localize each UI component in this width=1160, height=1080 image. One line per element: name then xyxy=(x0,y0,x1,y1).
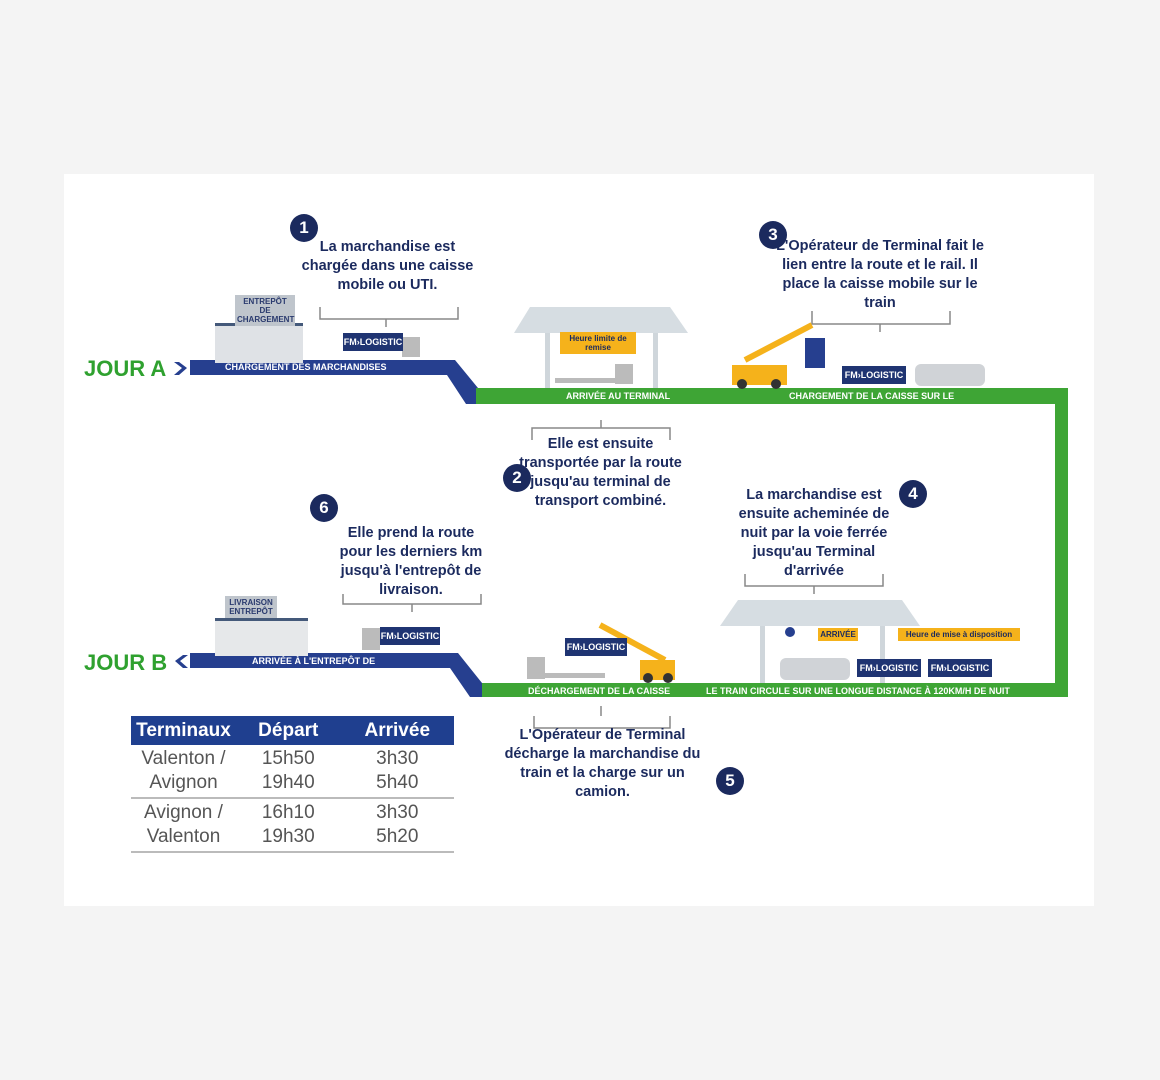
chevron-b-icon xyxy=(175,655,188,668)
loading-warehouse-sign: ENTREPÔT DE CHARGEMENT xyxy=(235,295,295,326)
jour-b-label: JOUR B xyxy=(84,650,168,675)
step-text-5: L'Opérateur de Terminal décharge la marc… xyxy=(504,727,701,800)
terminal-roof-bottom xyxy=(720,600,920,626)
availability-tag: Heure de mise à disposition xyxy=(898,628,1020,641)
reach-stacker-icon xyxy=(732,322,825,389)
terminal-cell: Avignon / Valenton xyxy=(131,798,236,853)
truck-icon xyxy=(527,657,545,679)
step-number-1: 1 xyxy=(290,214,318,242)
band-label-train: LE TRAIN CIRCULE SUR UNE LONGUE DISTANCE… xyxy=(706,686,1010,696)
train-icon-2 xyxy=(780,658,850,680)
clock-icon xyxy=(785,627,795,637)
step-number-4: 4 xyxy=(899,480,927,508)
blue-band-bottom xyxy=(190,653,482,697)
arrivee-cell: 3h30 xyxy=(376,748,419,769)
loading-warehouse xyxy=(215,323,303,363)
blue-band-top xyxy=(190,360,478,404)
terminal-roof-top xyxy=(514,307,688,333)
step-number-3: 3 xyxy=(759,221,787,249)
reach-stacker-icon-2 xyxy=(598,622,675,683)
cutoff-time-tag: Heure limite de remise xyxy=(560,332,636,354)
fm-logistic-container: FM›LOGISTIC xyxy=(928,659,992,677)
band-label-arrivee-terminal: ARRIVÉE AU TERMINAL xyxy=(566,391,671,401)
band-label-chargement-caisse: CHARGEMENT DE LA CAISSE SUR LE xyxy=(789,391,955,401)
step-number-6: 6 xyxy=(310,494,338,522)
fm-logistic-container: FM›LOGISTIC xyxy=(842,366,906,384)
arrival-tag: ARRIVÉE xyxy=(818,628,858,641)
table-row: Avignon / Valenton 16h10 19h30 3h30 5h20 xyxy=(131,798,454,853)
band-label-arrivee-entrepot: ARRIVÉE À L'ENTREPÔT DE xyxy=(252,656,376,666)
col-header-arrivee: Arrivée xyxy=(340,716,454,745)
depart-cell: 15h50 xyxy=(261,748,315,769)
step-text-4: La marchandise est ensuite acheminée de … xyxy=(738,487,890,579)
green-band-bottom xyxy=(480,683,1068,697)
step-number-2: 2 xyxy=(503,464,531,492)
chevron-a-icon xyxy=(174,362,187,375)
step-text-6: Elle prend la route pour les derniers km… xyxy=(339,525,483,598)
fm-logistic-container: FM›LOGISTIC xyxy=(857,659,921,677)
step-text-3: L'Opérateur de Terminal fait le lien ent… xyxy=(776,238,984,311)
step-text-2: Elle est ensuite transportée par la rout… xyxy=(519,436,682,509)
col-header-depart: Départ xyxy=(236,716,341,745)
arrivee-cell: 5h20 xyxy=(376,826,419,847)
depart-cell: 16h10 xyxy=(261,802,315,823)
band-label-chargement: CHARGEMENT DES MARCHANDISES xyxy=(225,362,387,372)
fm-logistic-container: FM›LOGISTIC xyxy=(565,638,627,656)
green-band-right xyxy=(1055,388,1068,697)
delivery-warehouse xyxy=(215,618,308,656)
fm-logistic-truck: FM›LOGISTIC xyxy=(380,627,440,645)
delivery-warehouse-sign: LIVRAISON ENTREPÔT xyxy=(225,596,277,618)
arrivee-cell: 3h30 xyxy=(376,802,419,823)
truck-trailer-icon xyxy=(555,378,615,383)
step-number-5: 5 xyxy=(716,767,744,795)
depart-cell: 19h30 xyxy=(261,826,315,847)
step-text-1: La marchandise est chargée dans une cais… xyxy=(301,239,474,293)
fm-logistic-truck: FM›LOGISTIC xyxy=(343,333,403,351)
depart-cell: 19h40 xyxy=(261,772,315,793)
train-icon xyxy=(915,364,985,386)
arrivee-cell: 5h40 xyxy=(376,772,419,793)
table-row: Valenton / Avignon 15h50 19h40 3h30 5h40 xyxy=(131,745,454,799)
terminal-cell: Valenton / Avignon xyxy=(131,745,236,799)
col-header-terminaux: Terminaux xyxy=(131,716,236,745)
green-band-top xyxy=(476,388,1068,404)
jour-a-label: JOUR A xyxy=(84,356,167,381)
band-label-dechargement: DÉCHARGEMENT DE LA CAISSE xyxy=(528,686,671,696)
